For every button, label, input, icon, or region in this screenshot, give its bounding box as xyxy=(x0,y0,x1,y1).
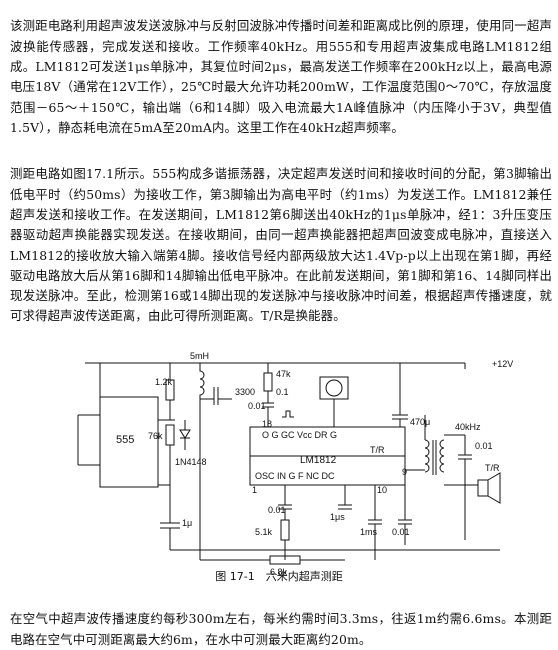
label-555: 555 xyxy=(116,434,134,446)
label-40khz: 40kHz xyxy=(455,422,481,432)
label-3300: 3300 xyxy=(235,387,255,397)
label-5mh: 5mH xyxy=(190,351,209,361)
circuit-labels: +12V 555 1.2k 76k 1N4148 1μ 5mH 3300 47k… xyxy=(116,351,513,577)
label-1k2: 1.2k xyxy=(155,377,173,387)
label-0-1: 0.1 xyxy=(276,387,289,397)
label-pins-top: O G GC Vcc DR G xyxy=(262,430,337,440)
label-pin9: 9 xyxy=(402,467,407,477)
figure-caption: 图 17-1 六米内超声测距 xyxy=(215,570,343,583)
label-1ms: 1ms xyxy=(360,527,378,537)
label-1u: 1μ xyxy=(182,518,192,528)
label-5k1: 5.1k xyxy=(255,527,273,537)
label-0-01-a: 0.01 xyxy=(248,401,266,411)
paragraph-intro: 该测距电路利用超声波发送波脉冲与反射回波脉冲传播时间差和距离成比例的原理，使用同… xyxy=(10,18,552,135)
label-pins-bot: OSC IN G F NC DC xyxy=(255,471,335,481)
label-pin10: 10 xyxy=(377,485,387,495)
label-diode: 1N4148 xyxy=(175,457,207,467)
label-0-01-c: 0.01 xyxy=(268,505,286,515)
label-76k: 76k xyxy=(148,431,163,441)
label-0-01-b: 0.01 xyxy=(475,441,493,451)
circuit-diagram: +12V 555 1.2k 76k 1N4148 1μ 5mH 3300 47k… xyxy=(77,351,513,577)
label-lm1812: LM1812 xyxy=(300,455,337,466)
label-47k: 47k xyxy=(276,369,291,379)
label-pin18: 18 xyxy=(262,419,272,429)
label-1us: 1μs xyxy=(330,512,345,522)
paragraph-conclusion: 在空气中超声波传播速度约每秒300m左右，每米约需时间3.3ms，往返1m约需6… xyxy=(10,611,552,647)
label-6k8: 6.8k xyxy=(270,567,288,577)
label-pin1: 1 xyxy=(252,485,257,495)
label-0-01-d: 0.01 xyxy=(392,527,410,537)
label-supply: +12V xyxy=(492,359,513,369)
label-470u: 470μ xyxy=(410,417,430,427)
label-tr-ic: T/R xyxy=(370,445,385,455)
paragraph-circuit-description: 测距电路如图17.1所示。555构成多谐振荡器，决定超声发送时间和接收时间的分配… xyxy=(10,166,552,324)
label-tr: T/R xyxy=(485,463,500,473)
